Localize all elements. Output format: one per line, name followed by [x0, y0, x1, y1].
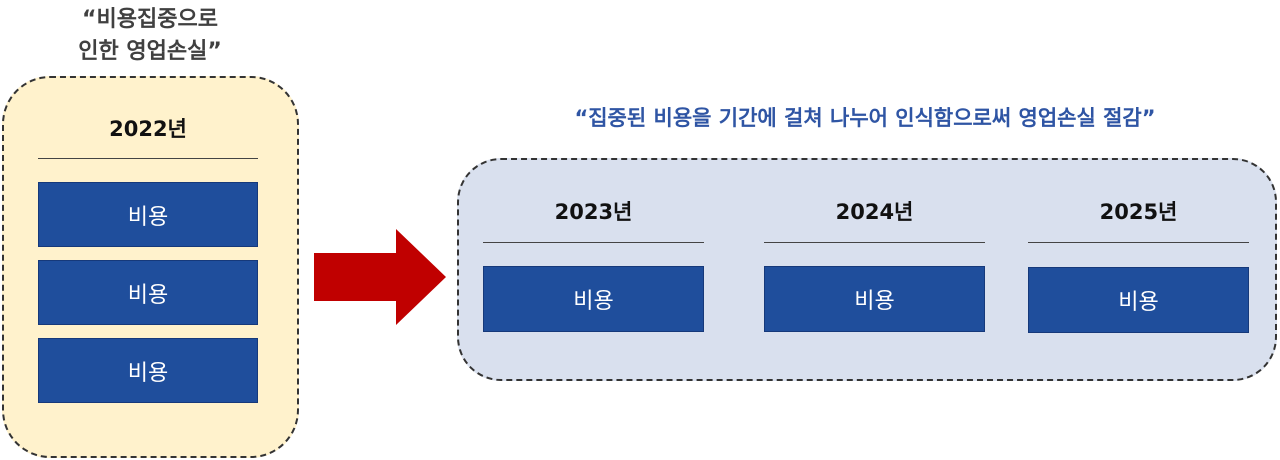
- cost-box-2023: 비용: [483, 266, 704, 332]
- cost-box-2025: 비용: [1028, 267, 1249, 333]
- year-label-2025: 2025년: [1099, 200, 1178, 224]
- year-label-2024: 2024년: [835, 200, 914, 224]
- left-caption-line-1: “비용집중으로: [82, 7, 218, 32]
- cost-box-2024: 비용: [764, 266, 985, 332]
- divider-2024: [764, 242, 985, 243]
- divider-2025: [1028, 242, 1249, 243]
- cost-box-2022-1: 비용: [38, 182, 258, 247]
- divider-2022: [38, 158, 258, 159]
- left-caption: “비용집중으로 인한 영업손실”: [40, 4, 260, 68]
- year-label-2022: 2022년: [109, 117, 187, 141]
- cost-box-2022-3: 비용: [38, 338, 258, 403]
- year-label-2023: 2023년: [554, 200, 633, 224]
- left-caption-line-2: 인한 영업손실”: [78, 39, 222, 64]
- right-caption: “집중된 비용을 기간에 걸쳐 나누어 인식함으로써 영업손실 절감”: [574, 106, 1156, 130]
- right-arrow-icon: [314, 229, 446, 325]
- cost-box-2022-2: 비용: [38, 260, 258, 325]
- divider-2023: [483, 242, 704, 243]
